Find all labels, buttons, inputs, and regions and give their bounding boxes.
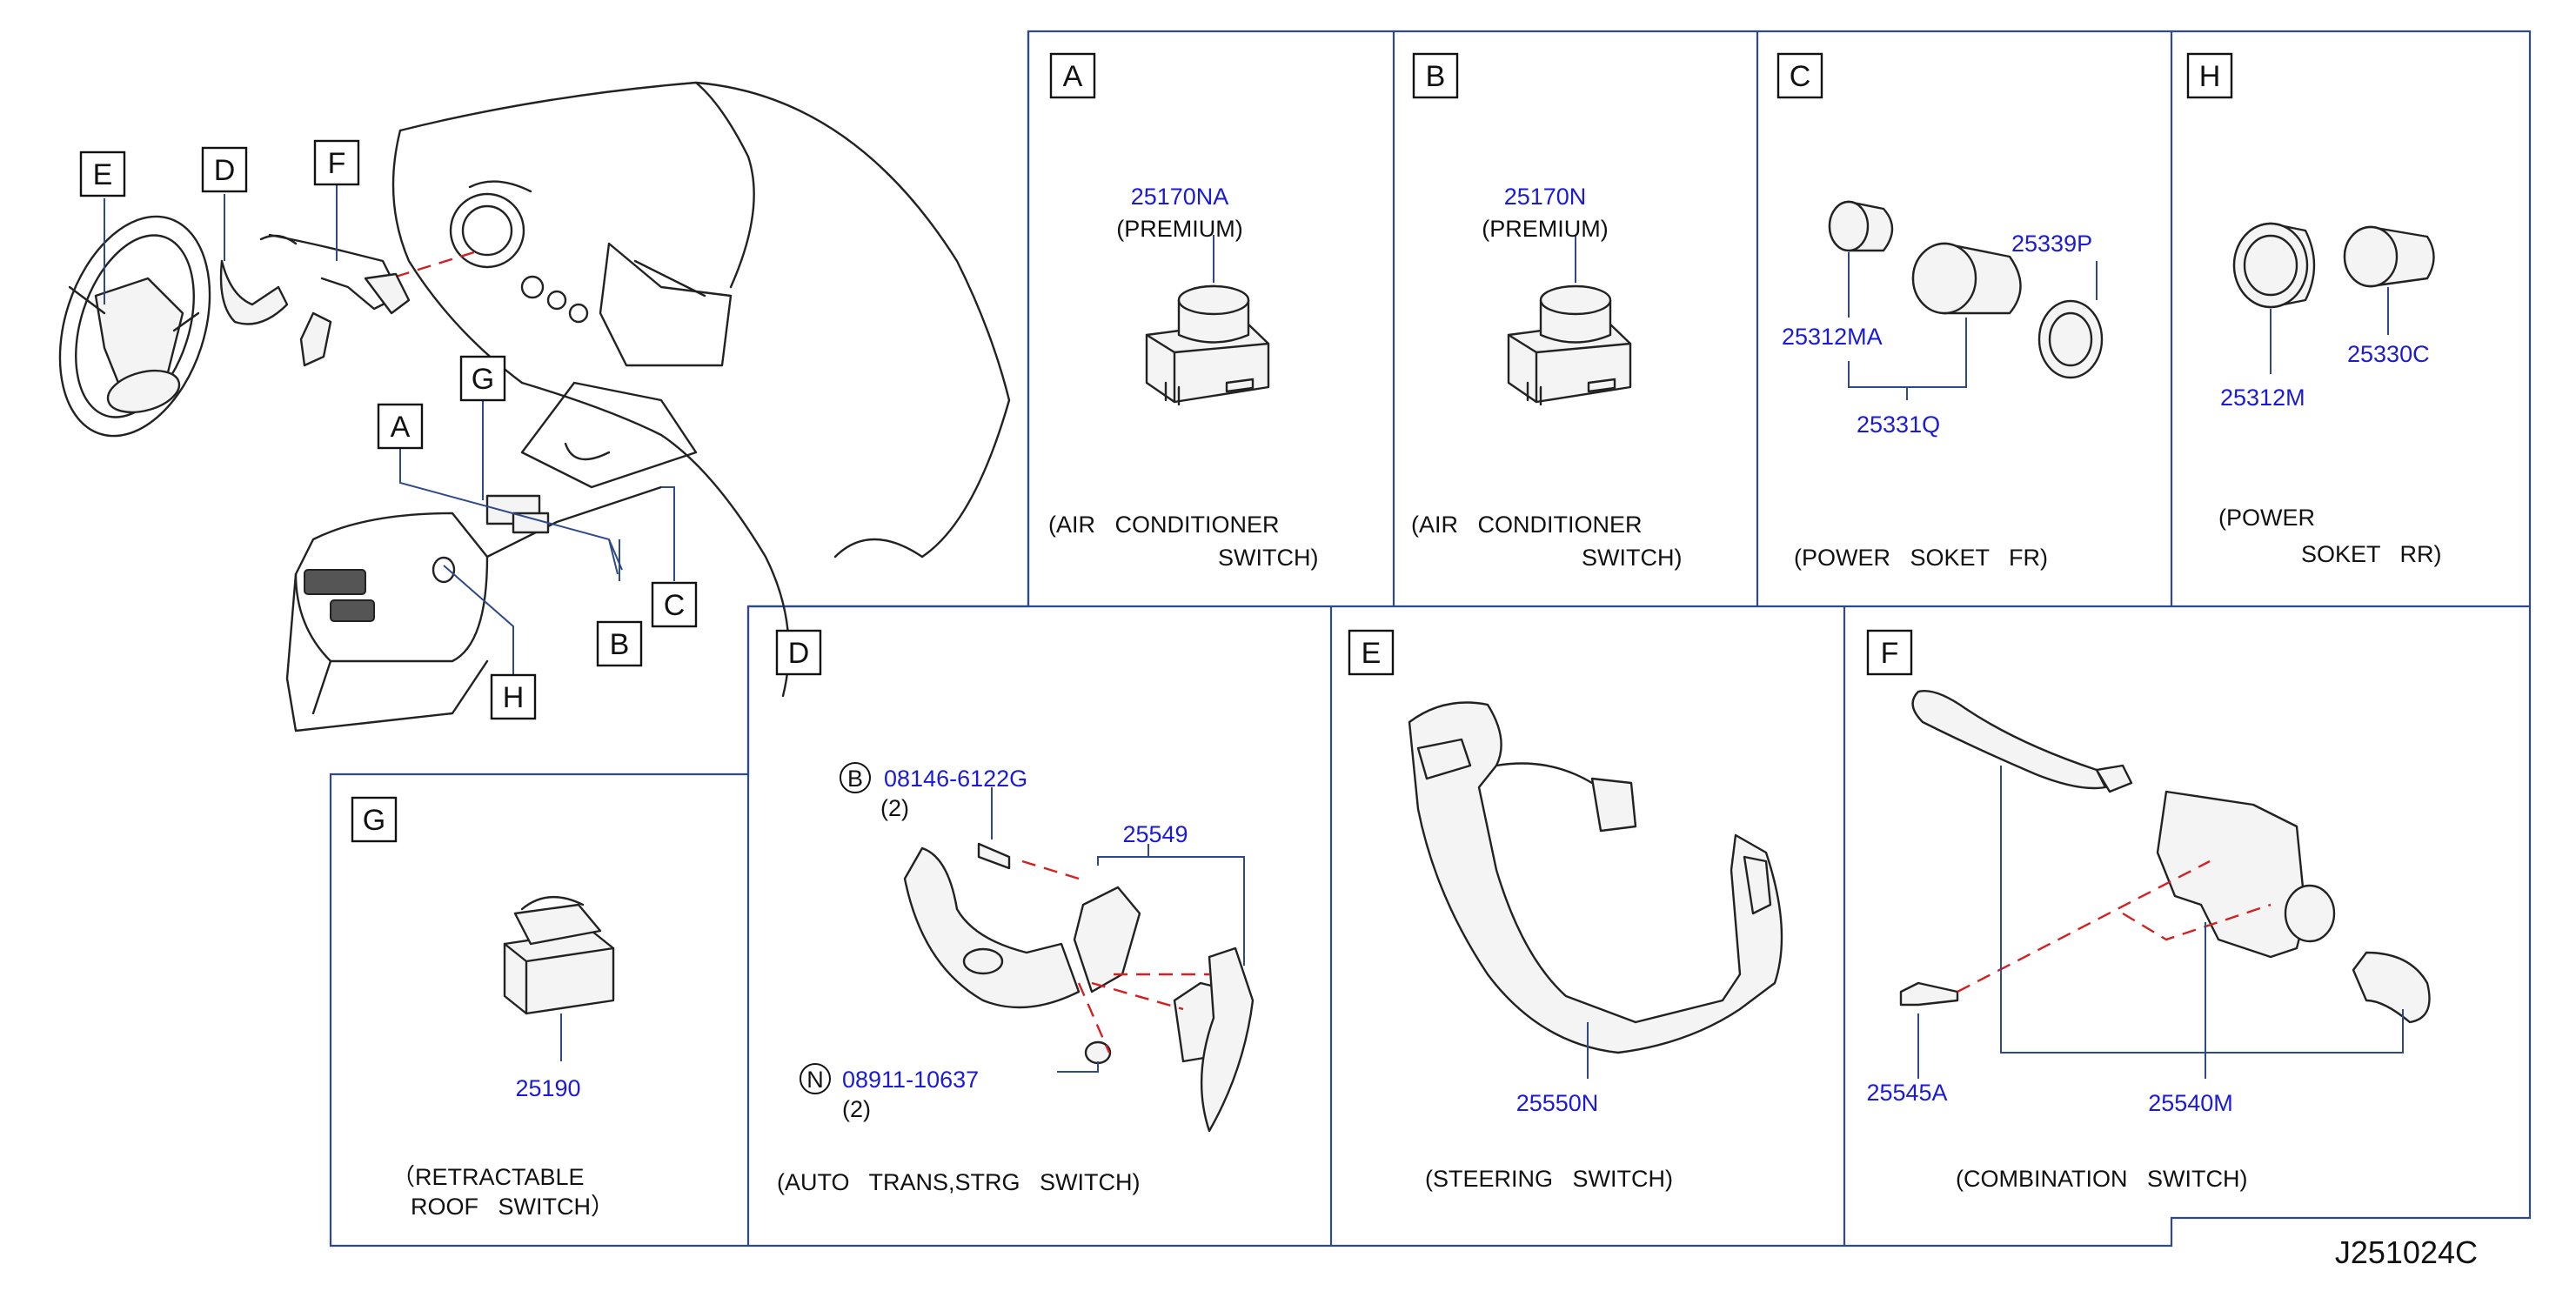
callout-e: E <box>93 158 113 191</box>
panel-b-part-number: 25170N <box>1504 184 1587 210</box>
panel-d-nut-part: 08911-10637 <box>842 1067 979 1093</box>
panel-g-part-number: 25190 <box>515 1075 580 1101</box>
panel-a-caption-1: (AIR CONDITIONER <box>1048 512 1280 538</box>
panel-c-caption-1: (POWER SOKET FR) <box>1794 545 2048 571</box>
panel-b-note: (PREMIUM) <box>1482 216 1608 242</box>
panel-h-letter: H <box>2199 60 2221 93</box>
panel-h: H 25312M 25330C (POWER SOKET RR) <box>2186 52 2442 567</box>
overview-callouts: E D F G A C B H <box>79 139 698 720</box>
panel-f-letter: F <box>1881 637 1899 670</box>
callout-d: D <box>214 154 236 187</box>
panel-g-letter: G <box>363 804 385 837</box>
panel-c-part-25331q: 25331Q <box>1857 411 1940 438</box>
panel-d-bolt-qty: (2) <box>880 795 909 821</box>
panel-f-part-25540m: 25540M <box>2148 1090 2233 1116</box>
callout-b: B <box>610 628 630 661</box>
panel-d-bolt-part: 08146-6122G <box>884 766 1027 792</box>
panel-a-part-number: 25170NA <box>1131 184 1229 210</box>
panel-d: D B 08146-6122G (2) 25549 N 08911-10637 … <box>775 629 1188 1195</box>
panel-e-part-number: 25550N <box>1516 1090 1599 1116</box>
panel-c-part-25312ma: 25312MA <box>1782 324 1883 350</box>
callout-c: C <box>664 589 686 622</box>
panel-frames <box>329 30 2532 1248</box>
panel-b-letter: B <box>1426 60 1446 93</box>
callout-g: G <box>472 363 494 396</box>
callout-h: H <box>503 681 525 714</box>
panel-e: E 25550N (STEERING SWITCH) <box>1348 629 1673 1192</box>
panel-a-letter: A <box>1063 60 1083 93</box>
diagram-code: J251024C <box>2335 1234 2478 1270</box>
panel-f-drawing <box>1899 690 2431 1079</box>
panel-d-nut-symbol: N <box>806 1067 824 1093</box>
panel-c: C 25312MA 25339P 25331Q (POWER SOKET FR) <box>1776 52 2092 571</box>
panel-h-caption-1: (POWER <box>2218 505 2315 531</box>
panel-b: B 25170N (PREMIUM) (AIR CONDITIONER SWIT… <box>1411 52 1682 571</box>
panel-h-part-25330c: 25330C <box>2347 341 2430 367</box>
panel-g-drawing <box>503 895 615 1061</box>
panel-b-caption-2: SWITCH) <box>1582 545 1682 571</box>
overview-leader-lines <box>104 183 675 677</box>
panel-b-caption-1: (AIR CONDITIONER <box>1411 512 1643 538</box>
panel-c-letter: C <box>1790 60 1811 93</box>
panel-f-part-25545a: 25545A <box>1866 1080 1947 1106</box>
panel-a-note: (PREMIUM) <box>1116 216 1242 242</box>
panel-h-part-25312m: 25312M <box>2220 385 2305 411</box>
panel-c-drawing <box>1828 200 2104 400</box>
panel-g-caption-2: ROOF SWITCH） <box>411 1194 614 1220</box>
panel-h-caption-2: SOKET RR) <box>2301 541 2442 567</box>
panel-d-letter: D <box>788 637 810 670</box>
panel-c-part-25339p: 25339P <box>2011 231 2092 257</box>
panel-d-part-25549: 25549 <box>1122 821 1188 847</box>
panel-g: G 25190 （RETRACTABLE ROOF SWITCH） <box>351 796 614 1220</box>
callout-f: F <box>328 147 346 180</box>
panel-e-letter: E <box>1362 637 1382 670</box>
panel-e-caption-1: (STEERING SWITCH) <box>1425 1166 1673 1192</box>
panel-d-bolt-symbol: B <box>847 766 863 792</box>
panel-d-nut-qty: (2) <box>842 1096 871 1122</box>
panel-g-caption-1: （RETRACTABLE <box>391 1164 585 1190</box>
panel-d-drawing <box>903 787 1255 1133</box>
panel-b-drawing <box>1507 235 1632 406</box>
callout-a: A <box>391 411 411 444</box>
panel-a-caption-2: SWITCH) <box>1218 545 1318 571</box>
panel-f: F 25545A 25540M (COMBINATION SWITCH) <box>1866 629 2247 1192</box>
panel-d-caption-1: (AUTO TRANS,STRG SWITCH) <box>777 1169 1141 1195</box>
panel-h-drawing <box>2232 222 2435 374</box>
panel-a-drawing <box>1145 235 1270 406</box>
panel-e-drawing <box>1408 701 1783 1079</box>
panel-f-caption-1: (COMBINATION SWITCH) <box>1956 1166 2247 1192</box>
dashboard-overview <box>58 81 1011 732</box>
panel-a: A 25170NA (PREMIUM) (AIR CONDITIONER SWI… <box>1048 52 1318 571</box>
